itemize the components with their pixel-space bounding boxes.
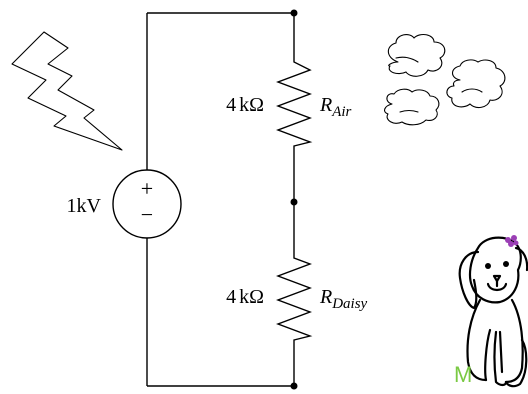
dog-head xyxy=(468,236,522,304)
resistor-daisy-zigzag xyxy=(276,255,313,342)
source-minus-sign: − xyxy=(141,202,153,227)
cloud-3-inner xyxy=(399,109,419,113)
dog-signature: M xyxy=(454,362,472,387)
cloud-2-inner xyxy=(461,88,483,93)
circuit-wires xyxy=(146,12,295,387)
lightning-bolt-icon xyxy=(11,31,123,151)
dog-back-leg xyxy=(504,338,528,388)
dog-bow-icon xyxy=(505,235,519,247)
node-top xyxy=(290,9,298,17)
cloud-1 xyxy=(387,33,446,77)
voltage-source-circle xyxy=(112,169,182,239)
cloud-3 xyxy=(383,88,440,126)
cloud-2 xyxy=(446,59,506,109)
cloud-icon xyxy=(383,33,506,126)
resistor-air-zigzag xyxy=(276,58,313,150)
dog-right-eye xyxy=(503,261,509,267)
voltage-source: + − 1kV xyxy=(67,169,182,239)
resistor-daisy-name: RDaisy xyxy=(319,286,368,312)
junction-nodes xyxy=(290,9,298,390)
node-bottom xyxy=(290,382,298,390)
dog-left-eye xyxy=(485,263,491,269)
dog-nose xyxy=(492,274,502,283)
node-middle xyxy=(290,198,298,206)
dog-left-ear xyxy=(458,250,480,310)
dog-drawing: M xyxy=(454,235,528,388)
cloud-1-inner xyxy=(395,56,419,63)
dog-body xyxy=(466,298,524,384)
resistor-air-name: RAir xyxy=(319,94,352,120)
dog-right-ear xyxy=(514,246,528,272)
dog-mouth xyxy=(486,279,508,292)
source-value-label: 1kV xyxy=(67,195,102,217)
dog-legs xyxy=(484,328,508,387)
source-plus-sign: + xyxy=(141,176,153,201)
